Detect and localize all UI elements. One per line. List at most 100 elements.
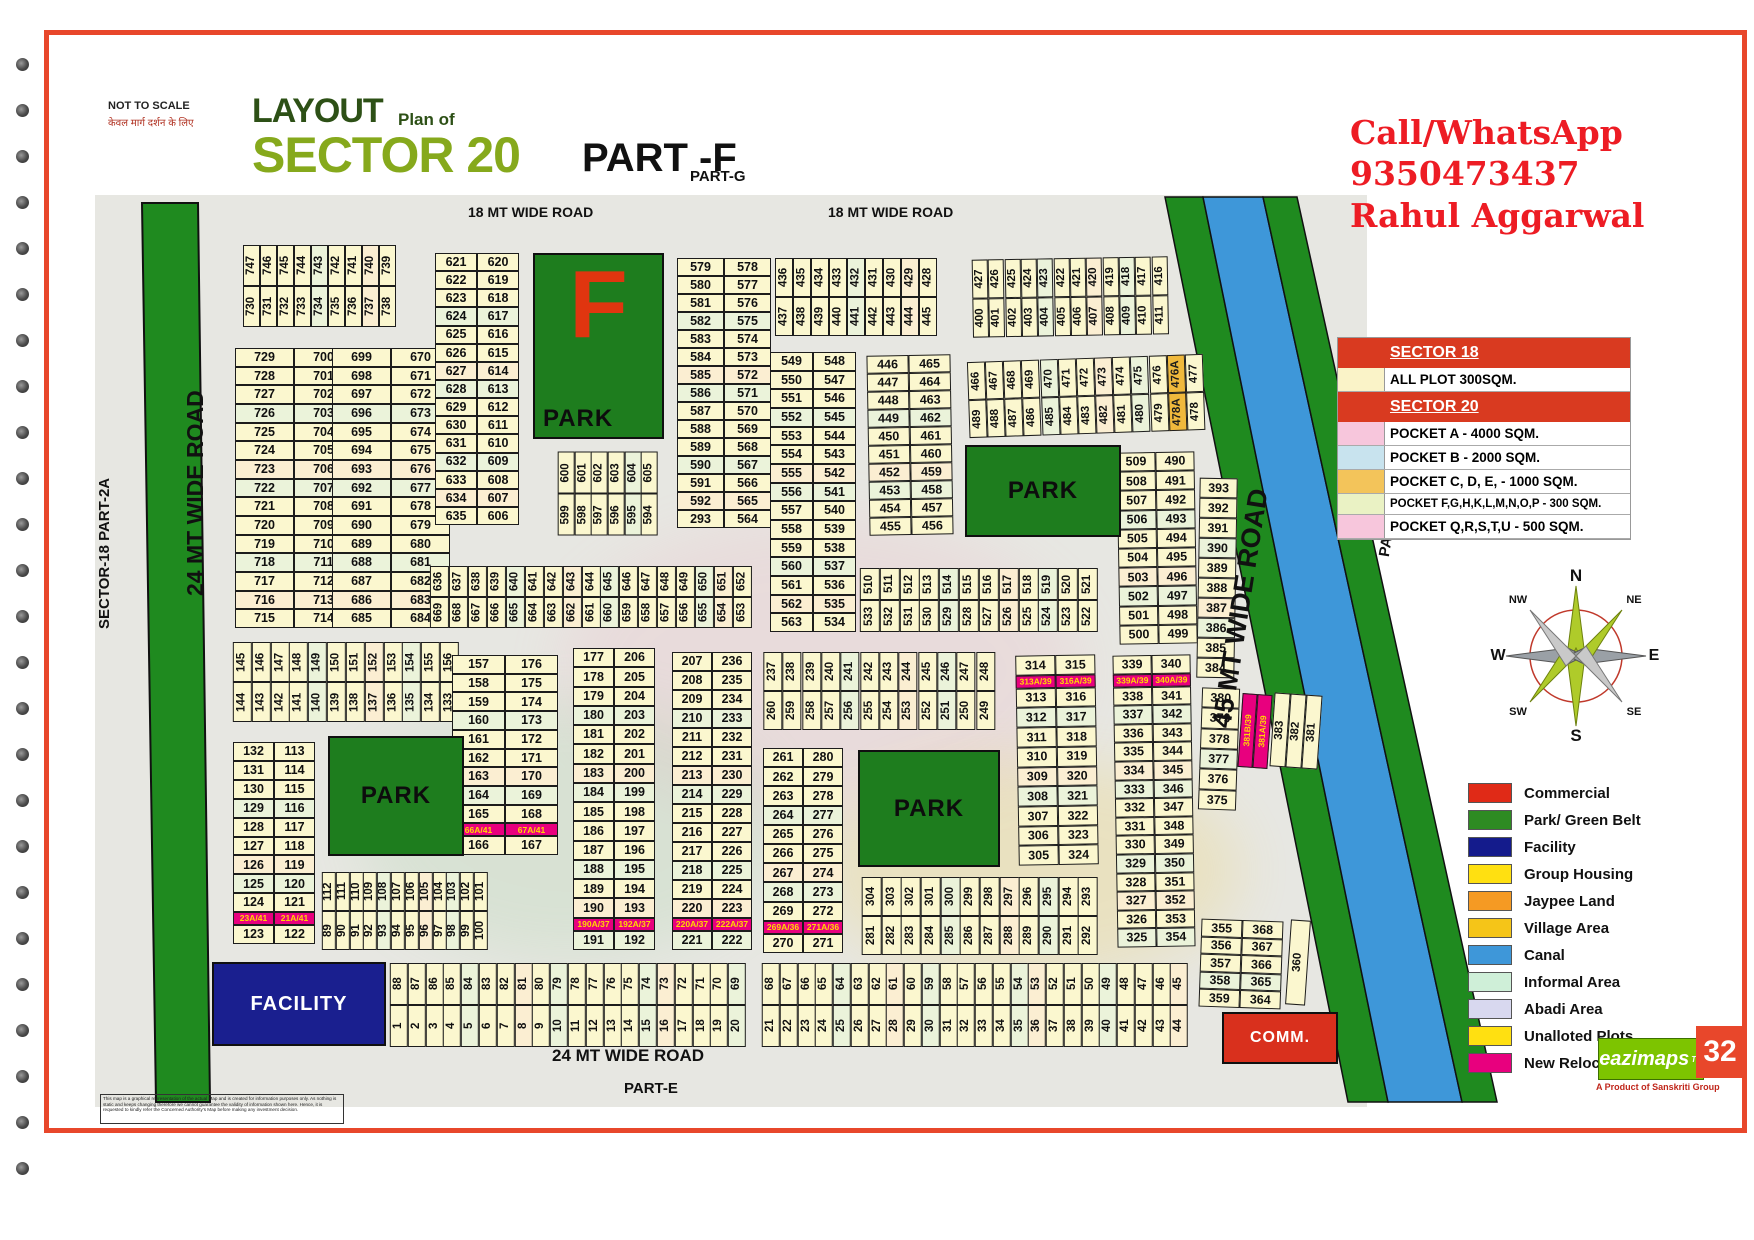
plot-560: 560 [770,557,813,577]
plot-474: 474 [1111,356,1132,396]
plot-215: 215 [672,804,712,823]
plot-249: 249 [975,691,995,730]
legend-item: Village Area [1468,917,1609,939]
plot-627: 627 [435,361,477,380]
plot-155: 155 [421,642,441,682]
disclaimer-note: This map is a graphical representation o… [100,1094,344,1124]
plot-93: 93 [377,911,392,950]
plot-48: 48 [1117,963,1135,1005]
binder-hole [16,104,29,117]
plot-591: 591 [677,474,724,492]
plot-477: 477 [1184,353,1204,393]
plot-456: 456 [911,516,954,535]
plot-431: 431 [865,258,883,297]
plot-459: 459 [910,462,953,481]
plot-166: 166 [452,836,505,856]
legend-row: POCKET Q,R,S,T,U - 500 SQM. [1338,515,1630,539]
plot-603: 603 [608,452,625,494]
plot-590: 590 [677,456,724,474]
binder-hole [16,840,29,853]
plot-550: 550 [770,370,813,390]
plot-270: 270 [763,933,803,954]
plot-436: 436 [775,258,793,297]
plot-558: 558 [770,520,813,539]
plot-531: 531 [899,600,920,632]
plot-635: 635 [435,506,477,526]
plot-403: 403 [1020,297,1038,337]
plot-691: 691 [332,497,391,517]
plot-61: 61 [886,963,904,1005]
plot-608: 608 [477,470,519,489]
plot-210: 210 [672,709,712,728]
plot-251: 251 [936,691,957,730]
plot-273: 273 [803,882,843,902]
legend-color-swatch-icon [1468,1053,1512,1073]
plot-484: 484 [1058,396,1079,435]
compass-direction-e: E [1648,647,1660,664]
plot-180: 180 [573,705,614,726]
plot-507: 507 [1117,490,1157,511]
plot-302: 302 [901,877,922,916]
plot-698: 698 [332,366,391,386]
binder-hole [16,58,29,71]
plot-342: 342 [1152,704,1192,724]
plot-97: 97 [432,911,447,950]
plot-357: 357 [1199,953,1242,973]
plot-611: 611 [477,416,519,435]
plot-699: 699 [332,348,391,367]
not-to-scale-note: NOT TO SCALE [108,100,190,112]
plot-157: 157 [452,655,505,674]
plot-634: 634 [435,488,477,507]
legend-item: Canal [1468,944,1565,966]
plot-214: 214 [672,785,712,804]
plot-547: 547 [813,370,856,390]
plot-277: 277 [803,805,843,825]
plot-209: 209 [672,690,712,709]
plot-693: 693 [332,460,391,479]
plot-574: 574 [724,330,771,348]
plot-323: 323 [1058,824,1099,846]
binder-hole [16,242,29,255]
plot-646: 646 [619,566,639,597]
plot-103: 103 [446,872,461,911]
contact-phone[interactable]: 9350473437 [1350,154,1580,194]
plot-9: 9 [532,1005,551,1047]
legend-text: POCKET A - 4000 SQM. [1390,426,1540,441]
plot-228: 228 [712,804,752,823]
plot-433: 433 [829,258,847,297]
plot-24: 24 [815,1005,833,1047]
plot-512: 512 [899,568,920,600]
plot-439: 439 [811,297,829,336]
plot-579: 579 [677,258,724,276]
plot-30: 30 [921,1005,940,1047]
plot-255: 255 [859,691,879,730]
plot-642: 642 [543,566,563,597]
legend-color-swatch-icon [1468,837,1512,857]
plot-10: 10 [550,1005,568,1047]
plot-21A/41: 21A/41 [274,912,315,926]
plot-509: 509 [1116,452,1156,472]
plot-572: 572 [724,366,771,384]
plot-622: 622 [435,271,477,290]
plot-284: 284 [921,916,941,955]
plot-486: 486 [1022,397,1042,437]
plot-514: 514 [939,568,960,600]
plot-451: 451 [868,445,911,464]
plot-745: 745 [277,245,294,286]
plot-92: 92 [363,911,378,950]
plot-164: 164 [452,785,505,805]
plot-196: 196 [614,840,655,860]
plot-495: 495 [1157,547,1197,568]
plot-469: 469 [1021,359,1041,399]
plot-295: 295 [1039,877,1059,916]
plot-542: 542 [813,464,856,483]
legend-header: SECTOR 18 [1338,338,1630,368]
plot-254: 254 [878,691,899,730]
plot-119: 119 [274,855,315,875]
plot-461: 461 [909,426,952,445]
plot-307: 307 [1017,805,1059,827]
legend-row: POCKET B - 2000 SQM. [1338,446,1630,470]
